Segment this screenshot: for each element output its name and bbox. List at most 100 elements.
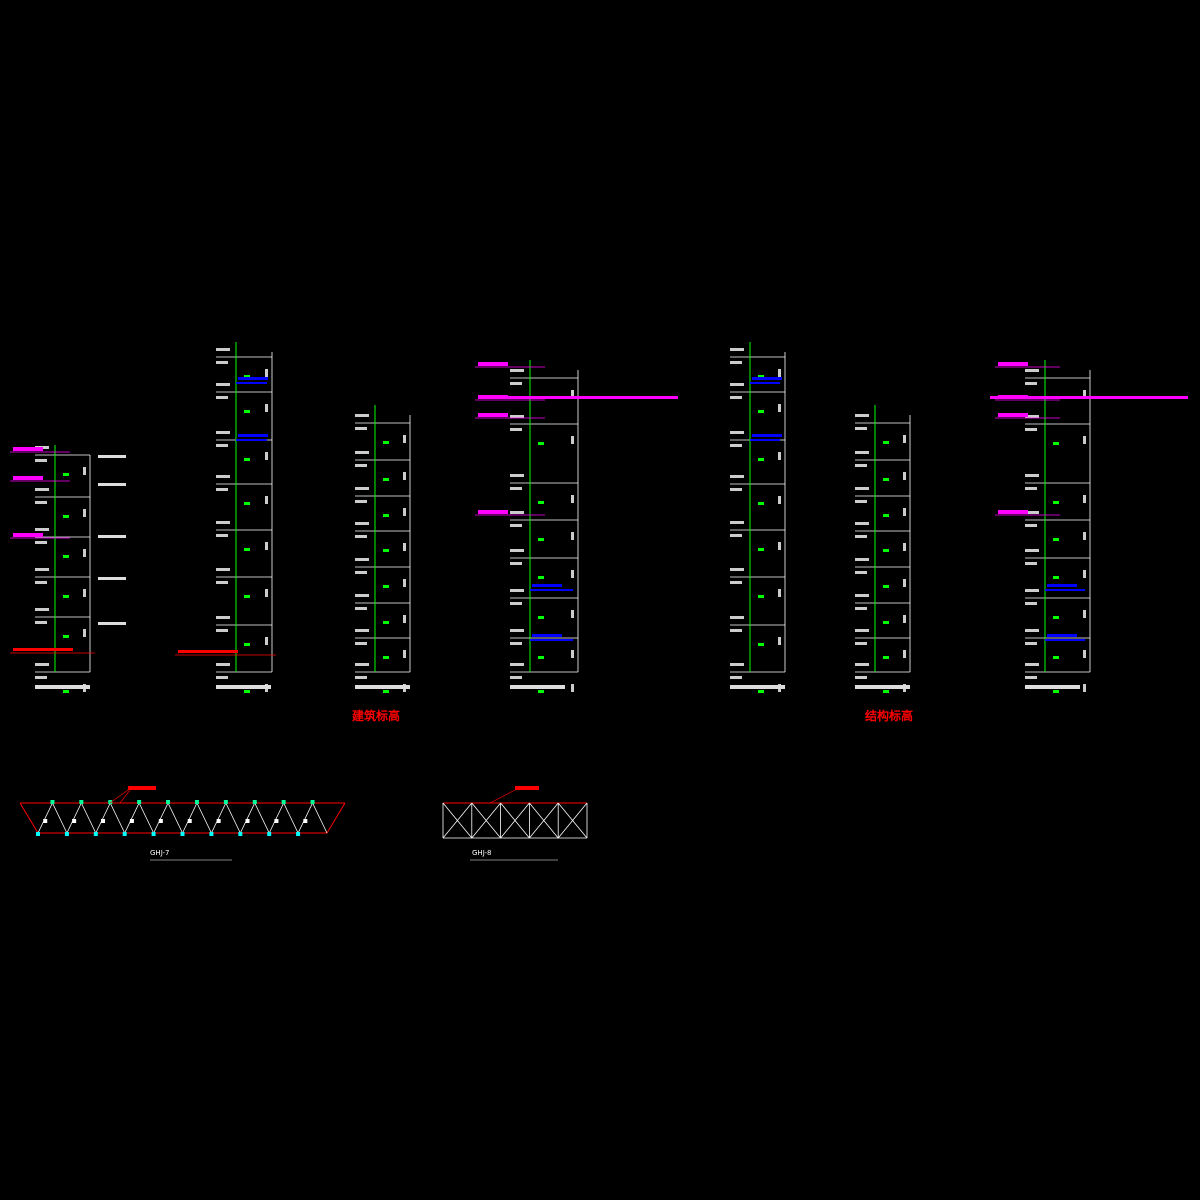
level-mark [883, 690, 889, 693]
truss-node [166, 800, 171, 804]
truss-end [326, 802, 346, 834]
level-mark [63, 473, 69, 476]
elevation-mark [355, 607, 367, 610]
dimension-mark [571, 684, 574, 692]
level-mark [1053, 538, 1059, 541]
elevation-mark [730, 616, 744, 619]
elevation-mark [510, 524, 522, 527]
elevation-mark [35, 528, 49, 531]
elevation-mark [730, 444, 742, 447]
dimension-mark [403, 579, 406, 587]
level-mark [383, 585, 389, 588]
elevation-mark [730, 521, 744, 524]
truss-node [93, 832, 98, 836]
column-diagram [730, 342, 786, 693]
level-mark [244, 690, 250, 693]
level-mark [1053, 656, 1059, 659]
level-mark [883, 585, 889, 588]
truss-web [500, 802, 530, 839]
annotation-mark [752, 377, 782, 380]
level-mark [1053, 690, 1059, 693]
dimension-mark [903, 543, 906, 551]
elevation-mark [510, 642, 522, 645]
level-mark [63, 690, 69, 693]
level-mark [244, 502, 250, 505]
level-mark [244, 458, 250, 461]
diagram-caption-mark [855, 685, 910, 689]
annotation-mark [13, 447, 43, 451]
elevation-mark [855, 427, 867, 430]
dimension-mark [265, 589, 268, 597]
level-mark [1053, 576, 1059, 579]
elevation-mark [355, 676, 367, 679]
dimension-mark [265, 637, 268, 645]
annotation-mark [13, 533, 43, 537]
elevation-mark [730, 383, 744, 386]
level-mark [538, 538, 544, 541]
elevation-mark [35, 488, 49, 491]
column-diagram [355, 405, 411, 693]
truss-web [138, 802, 154, 834]
truss-node [122, 832, 127, 836]
elevation-mark [510, 663, 524, 666]
elevation-mark [355, 642, 367, 645]
truss-web [557, 802, 588, 839]
level-mark [758, 410, 764, 413]
annotation-mark [98, 622, 126, 625]
dimension-mark [903, 615, 906, 623]
truss-web [211, 802, 227, 834]
elevation-mark [355, 500, 367, 503]
dimension-mark [83, 509, 86, 517]
dimension-mark [778, 452, 781, 460]
level-mark [63, 595, 69, 598]
elevation-mark [855, 663, 869, 666]
elevation-mark [510, 676, 522, 679]
level-mark [1053, 616, 1059, 619]
dimension-mark [571, 650, 574, 658]
elevation-mark [355, 464, 367, 467]
annotation-mark [478, 396, 678, 399]
truss-end [19, 802, 39, 834]
truss-left-caption: GHJ-7 [150, 849, 169, 857]
annotation-mark [532, 584, 562, 587]
elevation-mark [35, 459, 47, 462]
elevation-mark [216, 581, 228, 584]
elevation-mark [1025, 382, 1037, 385]
truss-web [529, 802, 559, 839]
dimension-mark [403, 650, 406, 658]
elevation-mark [35, 581, 47, 584]
level-mark [244, 643, 250, 646]
elevation-mark [730, 361, 742, 364]
elevation-mark [216, 534, 228, 537]
truss-node [216, 819, 221, 823]
truss-node [43, 819, 48, 823]
elevation-mark [730, 348, 744, 351]
level-mark [383, 514, 389, 517]
elevation-mark [1025, 415, 1039, 418]
dimension-mark [83, 589, 86, 597]
column-elevation-diagrams [10, 342, 1188, 693]
level-mark [758, 595, 764, 598]
annotation-mark [98, 483, 126, 486]
truss-web [268, 802, 285, 834]
elevation-mark [855, 500, 867, 503]
elevation-mark [510, 589, 524, 592]
truss-web [254, 802, 270, 834]
dimension-mark [571, 436, 574, 444]
level-mark [244, 375, 250, 378]
elevation-mark [855, 629, 869, 632]
level-mark [883, 656, 889, 659]
elevation-mark [1025, 602, 1037, 605]
truss-right-caption: GHJ-8 [472, 849, 491, 857]
diagram-caption-mark [730, 685, 785, 689]
elevation-mark [35, 676, 47, 679]
level-mark [883, 621, 889, 624]
dimension-mark [571, 570, 574, 578]
truss-node [187, 819, 192, 823]
level-mark [63, 555, 69, 558]
dimension-mark [778, 496, 781, 504]
level-mark [758, 548, 764, 551]
dimension-mark [1083, 495, 1086, 503]
truss-node [296, 832, 301, 836]
